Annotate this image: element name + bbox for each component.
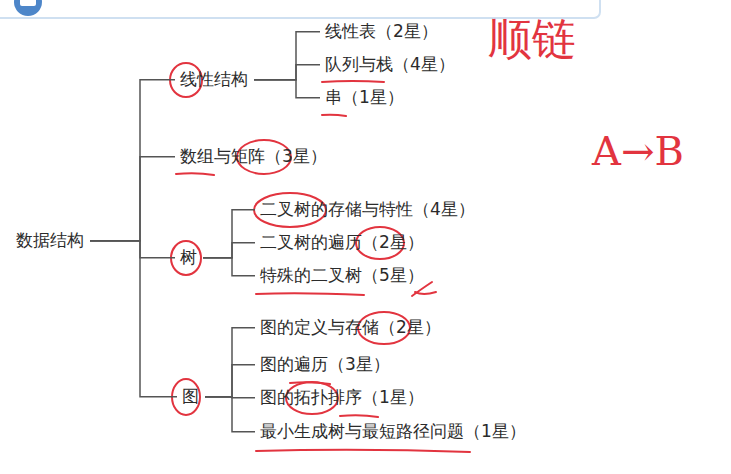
topic-text: 队列与栈（4星） — [325, 54, 455, 74]
branch-line — [90, 157, 175, 241]
topic-text: 二叉树的存储与特性（4星） — [260, 199, 475, 219]
topic-text: 串（1星） — [325, 87, 404, 107]
branch-line — [205, 365, 255, 397]
topic-text: 树 — [180, 247, 197, 267]
branch-line — [254, 80, 320, 98]
topic-text: 图的定义与存储（2星） — [260, 317, 441, 337]
root-topic: 数据结构 — [14, 229, 86, 252]
topic-text: 数据结构 — [16, 230, 84, 250]
branch-line — [203, 258, 255, 276]
topic-text: 图的遍历（3星） — [260, 354, 390, 374]
topic-node: 特殊的二叉树（5星） — [258, 264, 426, 287]
branch-line — [90, 241, 175, 258]
topic-node: 图 — [180, 385, 201, 408]
avatar-icon — [14, 0, 42, 16]
topic-node: 图的定义与存储（2星） — [258, 316, 443, 339]
branch-line — [203, 243, 255, 258]
topic-node: 树 — [178, 246, 199, 269]
topic-node: 图的遍历（3星） — [258, 353, 392, 376]
branch-line — [203, 210, 255, 258]
topic-text: 特殊的二叉树（5星） — [260, 265, 424, 285]
avatar-icon — [20, 0, 36, 6]
topic-node: 线性结构 — [178, 68, 250, 91]
branch-line — [254, 65, 320, 80]
topic-text: 线性结构 — [180, 69, 248, 89]
topic-text: 数组与矩阵（3星） — [180, 146, 327, 166]
topic-text: 线性表（2星） — [325, 21, 438, 41]
topic-node: 二叉树的存储与特性（4星） — [258, 198, 477, 221]
branch-line — [90, 80, 175, 241]
branch-line — [254, 32, 320, 80]
topic-node: 图的拓扑排序（1星） — [258, 386, 426, 409]
topic-node: 二叉树的遍历（2星） — [258, 231, 426, 254]
topic-text: 最小生成树与最短路径问题（1星） — [260, 421, 526, 441]
handwritten-note: A→B — [592, 128, 684, 174]
branch-line — [90, 241, 177, 397]
topic-node: 队列与栈（4星） — [323, 53, 457, 76]
topic-text: 图的拓扑排序（1星） — [260, 387, 424, 407]
topic-text: 图 — [182, 386, 199, 406]
branch-line — [205, 328, 255, 397]
topic-text: 二叉树的遍历（2星） — [260, 232, 424, 252]
red-marks — [170, 63, 470, 452]
handwritten-note: 顺链 — [488, 10, 576, 69]
branch-line — [205, 397, 255, 432]
topic-node: 串（1星） — [323, 86, 406, 109]
topic-node: 最小生成树与最短路径问题（1星） — [258, 420, 528, 443]
topic-node: 数组与矩阵（3星） — [178, 145, 329, 168]
topic-node: 线性表（2星） — [323, 20, 440, 43]
